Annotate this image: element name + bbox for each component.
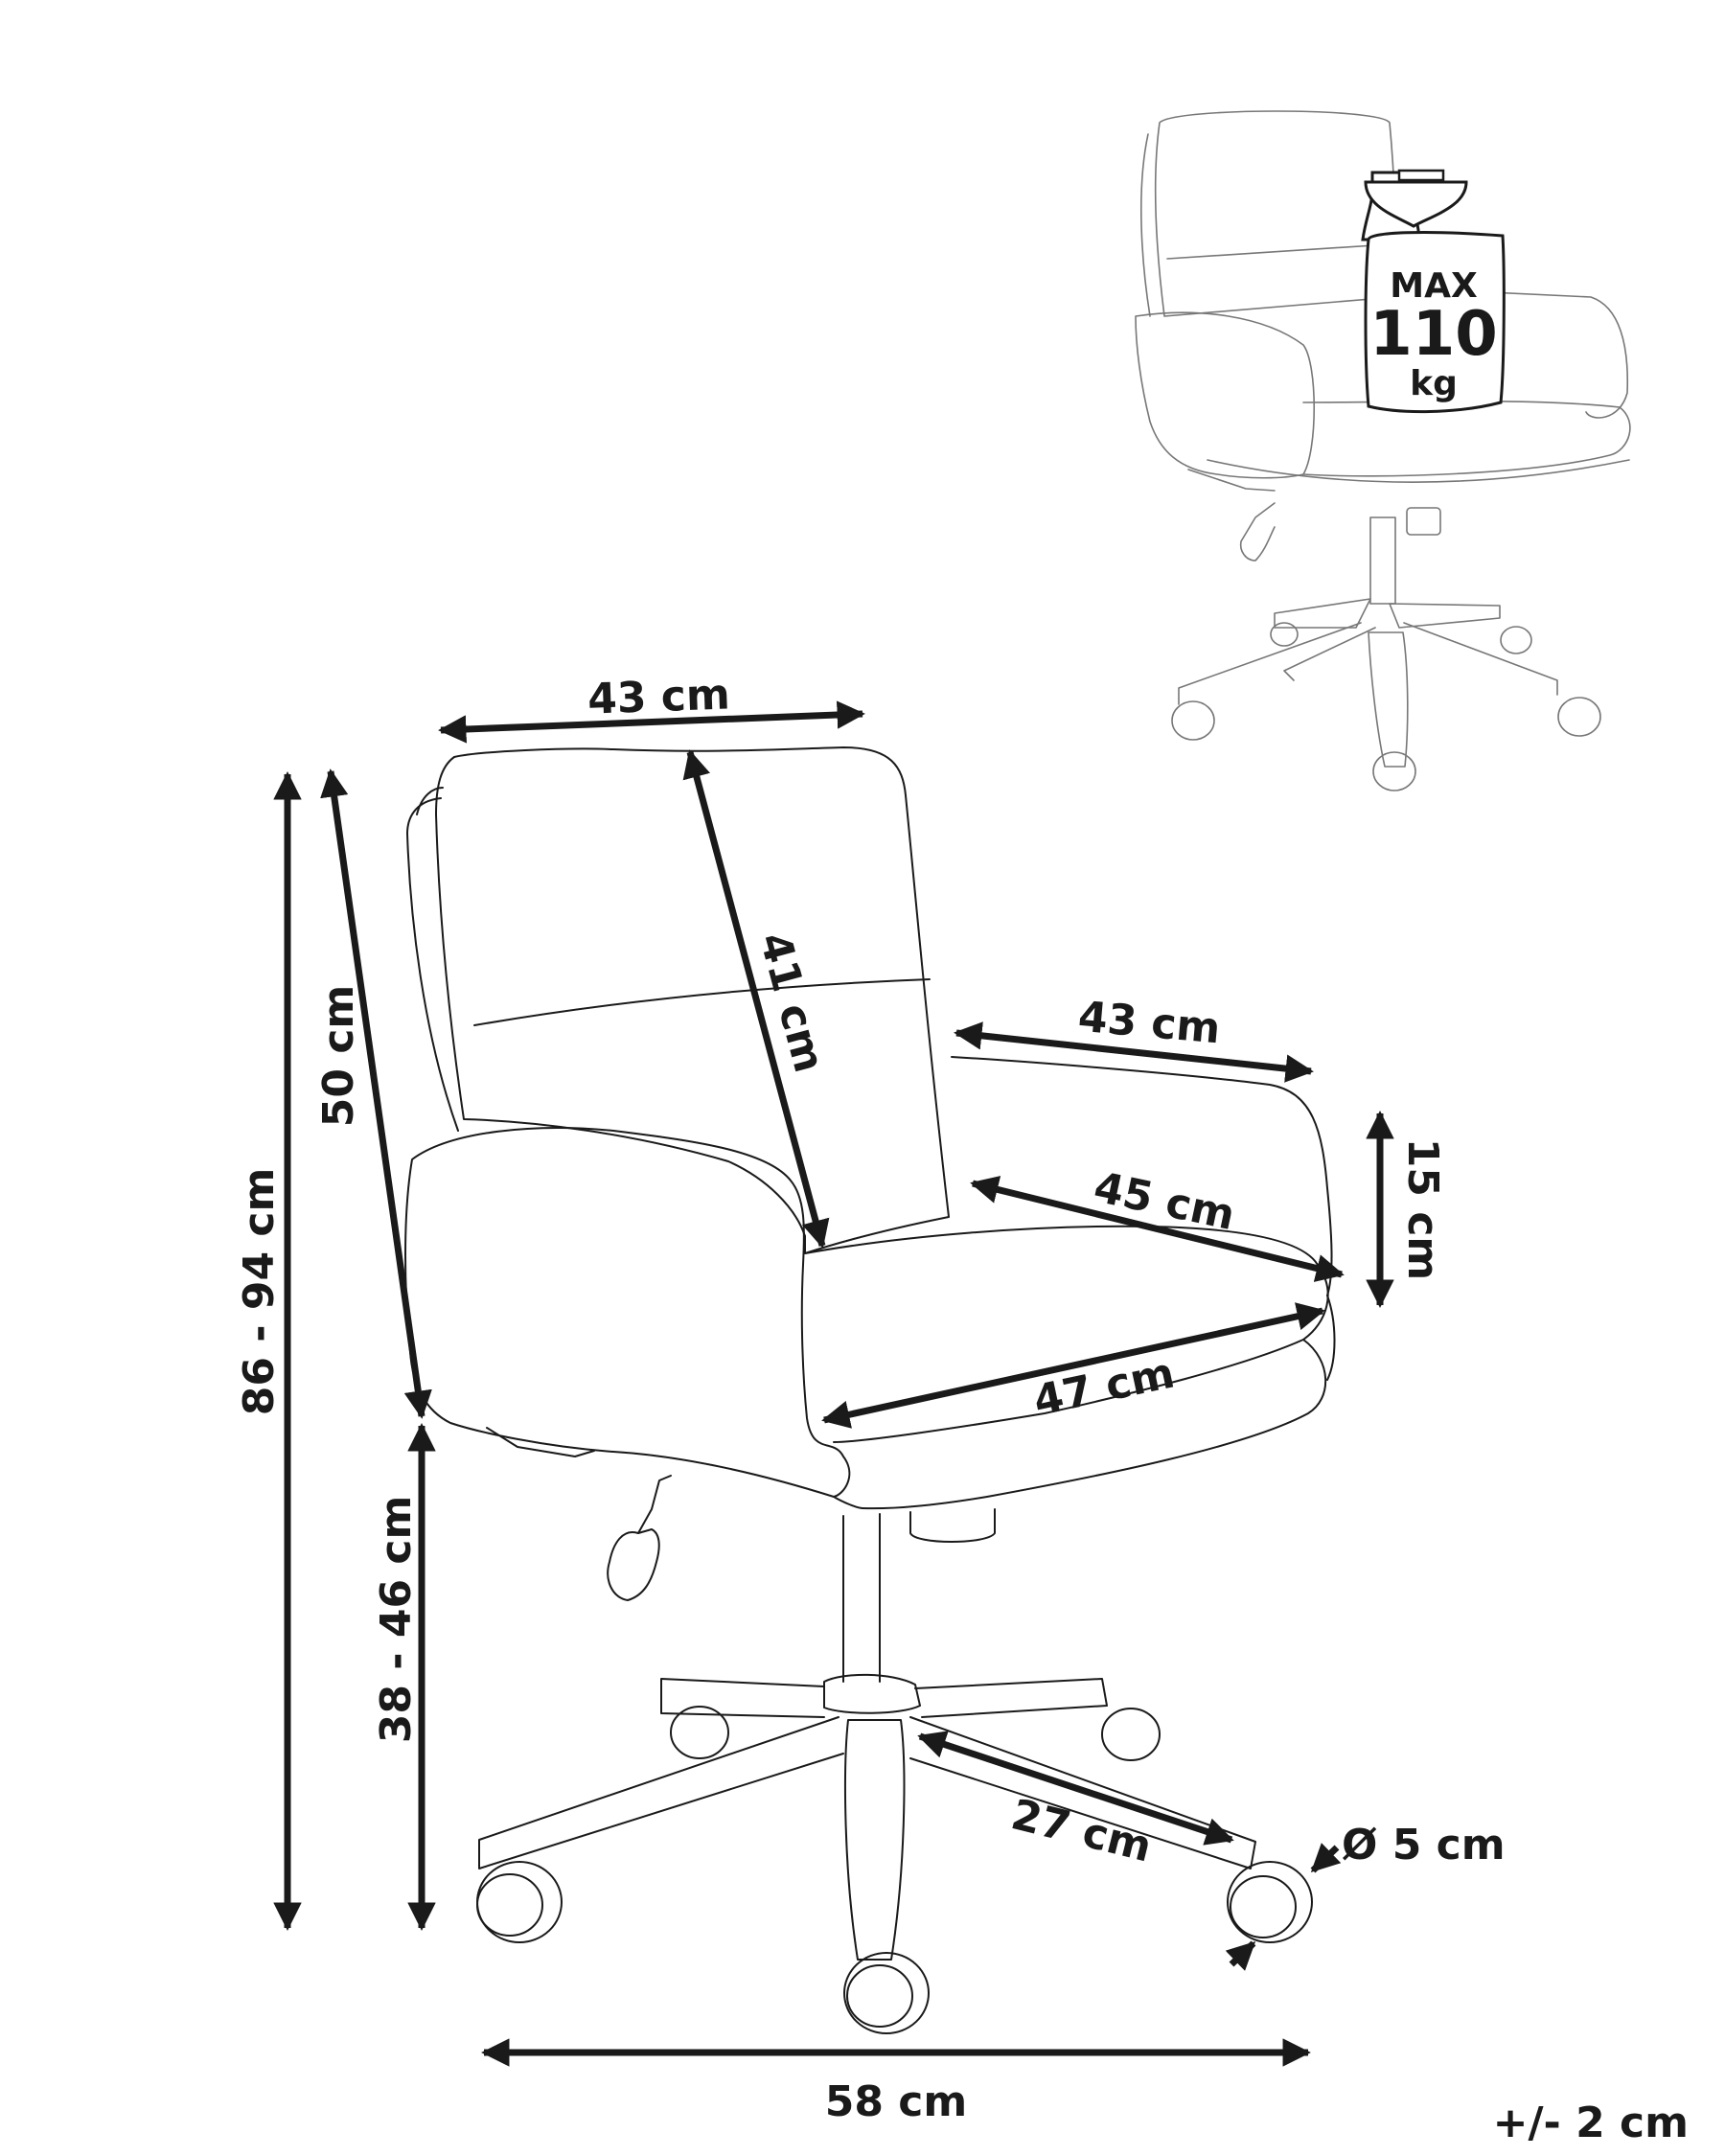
arrow-seat-depth [970,1176,1345,1282]
label-seat-height: 38 - 46 cm [372,1496,421,1744]
label-back-height: 50 cm [314,985,363,1127]
label-backrest-height: 41 cm [749,928,834,1078]
dimension-labels: 43 cm 41 cm 43 cm 15 cm 45 cm 47 cm 50 c… [235,670,1689,2147]
weight-value: 110 [1369,299,1498,370]
label-total-height: 86 - 94 cm [235,1168,284,1416]
max-weight-badge: MAX 110 kg [1361,169,1506,414]
label-wheel-diameter: Ø 5 cm [1342,1821,1506,1869]
arrow-backrest-height [682,749,830,1249]
tolerance-note: +/- 2 cm [1493,2099,1689,2147]
arrow-wheel-top [1310,1843,1342,1873]
arrow-seat-width [821,1302,1325,1429]
arrow-wheel-bottom [1225,1940,1256,1971]
dimension-arrows [273,700,1394,2067]
weight-max-label: MAX [1390,266,1478,306]
arrow-leg-length [917,1731,1234,1846]
arrow-back-height [320,768,432,1419]
arrow-armrest-length [954,1021,1314,1083]
reference-chair-drawing [1135,110,1631,791]
label-leg-length: 27 cm [1006,1790,1156,1871]
weight-unit: kg [1410,364,1458,403]
label-armrest-length: 43 cm [1076,993,1222,1054]
arrow-backrest-width [438,700,865,744]
label-base-width: 58 cm [825,2077,967,2126]
label-backrest-width: 43 cm [586,670,730,723]
label-armrest-height: 15 cm [1398,1138,1447,1280]
main-chair-drawing [404,746,1336,2034]
